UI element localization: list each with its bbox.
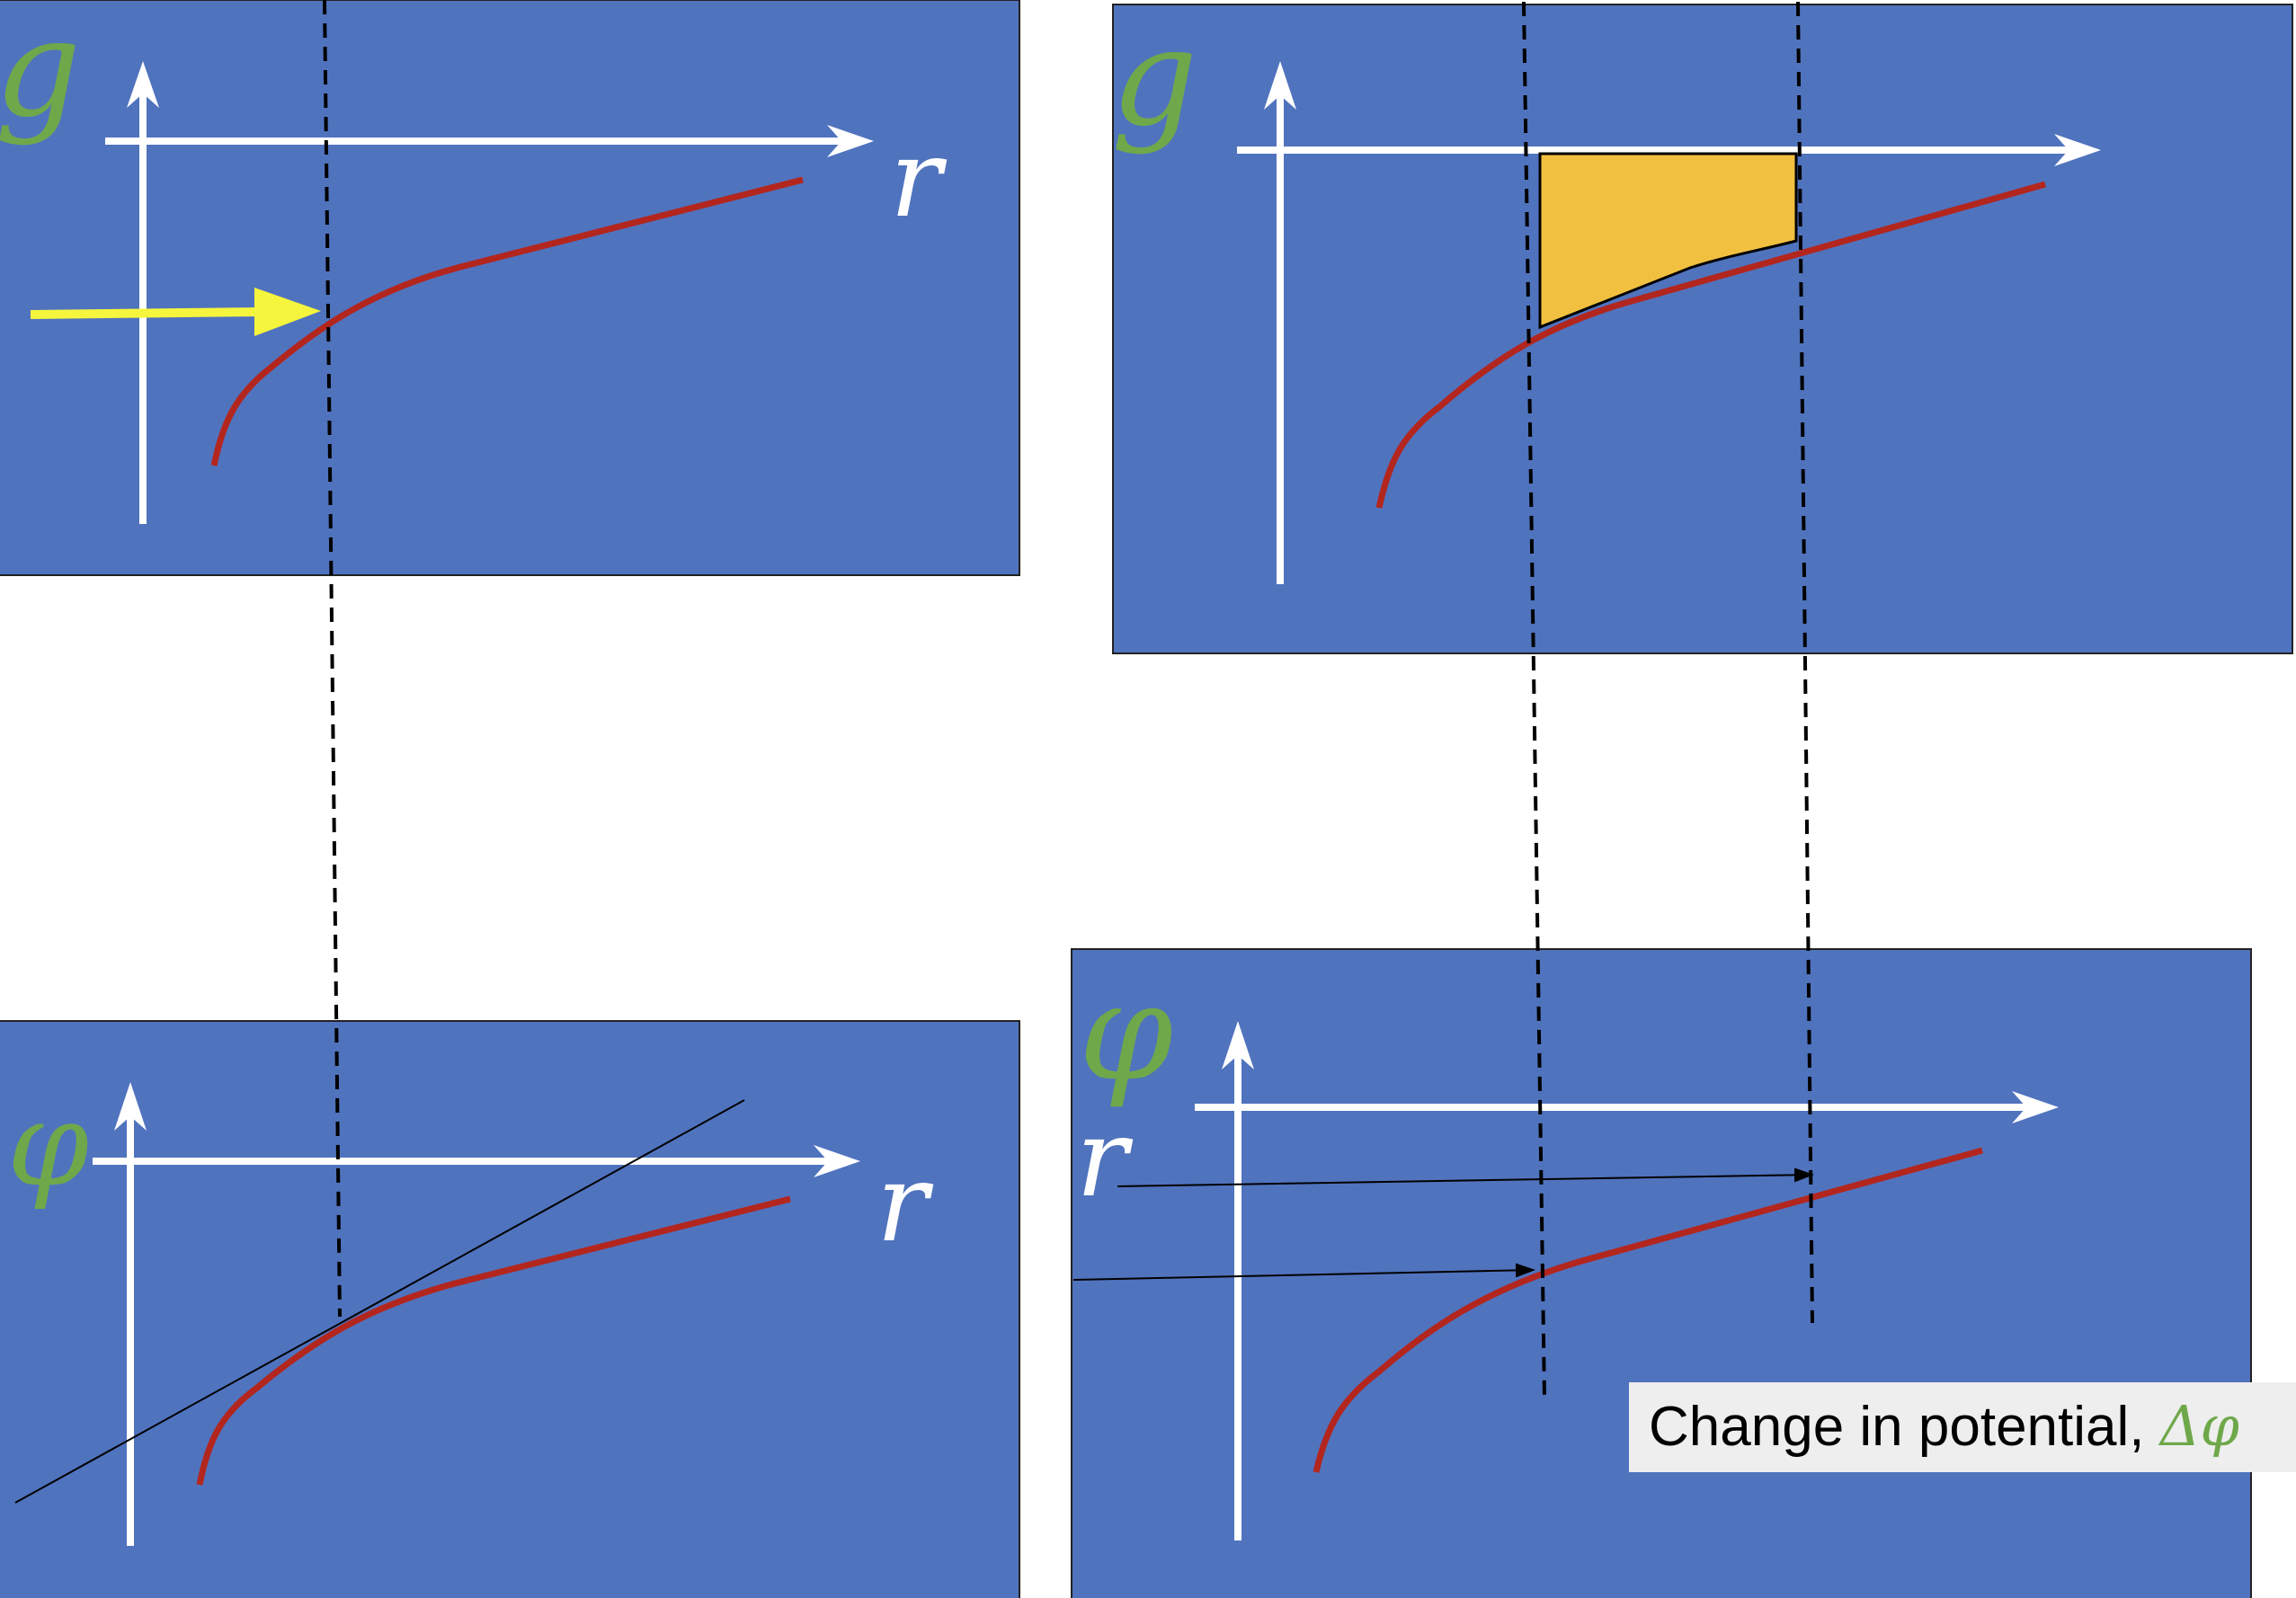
y-axis-arrowhead [114,1082,147,1131]
pointer-arrow-lower [1072,1263,1535,1281]
caption-box: Change in potential, Δφ [1629,1382,2296,1472]
x-axis-arrowhead [2054,134,2101,166]
potential-curve [196,1195,791,1486]
shaded-area [1538,152,1798,330]
caption-symbol: Δφ [2158,1393,2240,1459]
y-axis-symbol: φ [7,1076,89,1212]
potential-curve [1313,1147,1983,1473]
panel-background [0,1020,1020,1598]
tangent-line [14,1099,745,1504]
y-axis-symbol: φ [1079,954,1173,1111]
panel-background [0,0,1020,576]
x-axis-symbol: r [877,1141,934,1266]
dashed-guide-left [323,0,342,1318]
y-axis-arrowhead [127,61,159,108]
y-axis-symbol: g [0,0,81,147]
highlight-arrow [30,307,262,319]
caption-background [1629,1382,2296,1472]
panel-background [1071,948,2252,1598]
dashed-guide-right-b [1796,1,1814,1324]
y-axis-arrowhead [1264,61,1296,110]
y-axis-symbol: g [1111,0,1197,156]
x-axis-symbol: r [890,117,948,242]
x-axis-arrowhead [827,125,874,157]
y-axis-arrowhead [1222,1021,1254,1070]
panel-bottom-left: φ r [0,1020,1020,1598]
highlight-arrowhead [254,288,321,336]
panel-top-right: g [1111,0,2293,654]
x-axis-symbol: r [1076,1096,1134,1221]
x-axis-arrowhead [2012,1091,2059,1123]
pointer-arrow-upper [1117,1167,1814,1187]
field-curve [210,176,804,466]
caption-label: Change in potential, [1649,1396,2160,1458]
field-curve [1375,181,2046,509]
caption-text: Change in potential, Δφ [1649,1393,2240,1459]
panel-bottom-right: φ r [1071,948,2252,1598]
x-axis-arrowhead [814,1145,860,1177]
panel-background [1112,4,2293,654]
panel-top-left: g r [0,0,1020,576]
